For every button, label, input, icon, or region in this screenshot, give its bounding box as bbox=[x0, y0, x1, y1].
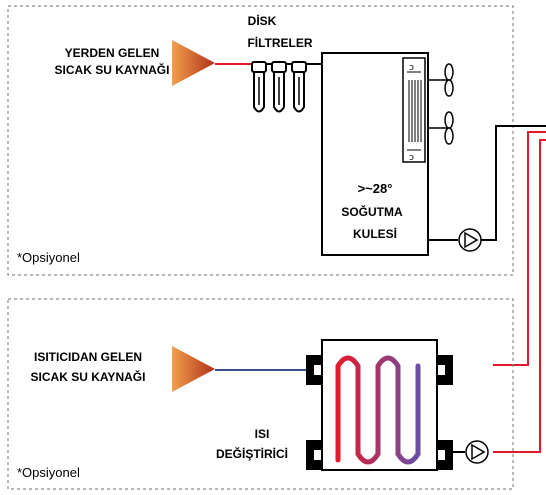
tower-label-line1: >~28° bbox=[358, 181, 393, 196]
tower-label-line2: SOĞUTMA bbox=[341, 204, 403, 219]
pump-icon-top bbox=[458, 228, 482, 252]
filter-cap-3 bbox=[291, 61, 307, 73]
top-optional-note: *Opsiyonel bbox=[17, 250, 80, 265]
tower-spray-icon-bottom: ɔ bbox=[409, 153, 414, 163]
top-red-riser-1 bbox=[493, 131, 546, 366]
bottom-source-label-line1: ISITICIDAN GELEN bbox=[34, 350, 142, 364]
bottom-source-arrow-icon bbox=[172, 346, 215, 392]
top-source-arrow-icon bbox=[172, 40, 215, 86]
exchanger-label-line1: ISI bbox=[255, 427, 270, 441]
top-source-label-line1: YERDEN GELEN bbox=[65, 46, 160, 60]
top-source-label-line2: SICAK SU KAYNAĞI bbox=[55, 62, 170, 77]
top-return-pipe-black bbox=[481, 125, 546, 241]
filter-label-line1: DİSK bbox=[248, 13, 277, 28]
bottom-section-border bbox=[7, 298, 514, 490]
filter-cap-1 bbox=[251, 61, 267, 73]
pump-icon-bottom bbox=[465, 440, 489, 464]
top-section-border bbox=[7, 5, 514, 276]
filter-cap-2 bbox=[271, 61, 287, 73]
tower-fill-media bbox=[402, 57, 426, 163]
top-red-riser-2 bbox=[493, 139, 546, 453]
tower-spray-icon-top: ɔ bbox=[409, 63, 414, 73]
disk-filters bbox=[251, 61, 322, 113]
filter-label-line2: FİLTRELER bbox=[247, 35, 312, 50]
exchanger-ports bbox=[306, 355, 453, 470]
fan-icon-top bbox=[428, 63, 454, 97]
cooling-tower bbox=[321, 52, 429, 256]
tower-label-line3: KULESİ bbox=[353, 226, 397, 241]
bottom-source-label-line2: SICAK SU KAYNAĞI bbox=[31, 369, 146, 384]
exchanger-label-line2: DEĞİŞTİRİCİ bbox=[216, 446, 288, 461]
bottom-optional-note: *Opsiyonel bbox=[17, 465, 80, 480]
fan-icon-bottom bbox=[428, 111, 454, 145]
exchanger-coil bbox=[335, 355, 421, 465]
